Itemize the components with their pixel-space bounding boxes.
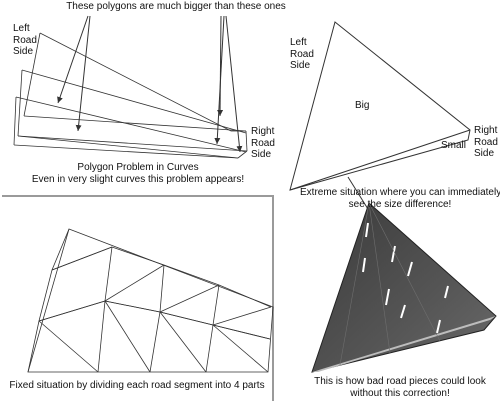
fixed-diag-10: [104, 300, 151, 373]
curve-right-road-line-2: Road: [251, 137, 275, 149]
curve-left-road-label: Left Road Side: [13, 23, 37, 58]
bad-road-caption-line-2: without this correction!: [350, 387, 450, 399]
curve-edge-1: [23, 115, 247, 132]
extreme-left-road-line-3: Side: [290, 60, 311, 71]
extreme-left-road-label: Left Road Side: [290, 37, 314, 72]
curve-arrows: [57, 15, 243, 153]
fixed-col-2: [149, 264, 165, 373]
arrow-small-3: [225, 15, 243, 153]
bad-road-markings: [362, 222, 449, 334]
bad-road: [311, 202, 497, 373]
arrow-big-2: [75, 15, 91, 132]
fixed-caption: Fixed situation by dividing each road se…: [9, 380, 265, 391]
curve-left-road-line-3: Side: [13, 46, 34, 57]
road-marking-1: [365, 222, 369, 238]
curve-right-road-line-1: Right: [251, 126, 275, 137]
curve-right-road-line-3: Side: [251, 149, 272, 160]
fixed-diag-12: [212, 324, 269, 373]
panel-dividers: [2, 195, 274, 401]
curve-caption-note: Even in very slight curves this problem …: [31, 173, 245, 185]
curve-edge-3: [17, 135, 248, 152]
curve-edge-left-1: [23, 32, 41, 117]
arrow-small-1: [217, 15, 224, 117]
extreme-outline: [289, 21, 471, 191]
fixed-diag-8: [212, 324, 271, 340]
fixed-outline: [27, 228, 274, 373]
curve-edge-left-3: [13, 96, 17, 146]
fixed-diag-5: [38, 300, 106, 322]
extreme-diagonal: [289, 129, 471, 191]
curve-edge-6: [13, 144, 239, 159]
curve-edge-2: [21, 69, 247, 134]
road-seam-2: [368, 202, 391, 354]
bad-road-caption-line-1: This is how bad road pieces could look: [314, 376, 486, 387]
fixed-grid: [27, 228, 274, 373]
bad-road-edge: [312, 316, 496, 372]
road-marking-2: [362, 257, 366, 273]
road-marking-6: [400, 304, 406, 319]
big-label: Big: [355, 100, 370, 111]
curve-caption: Polygon Problem in Curves Even in very s…: [8, 162, 268, 185]
arrow-big-1: [57, 15, 89, 104]
extreme-right-road-line-2: Road: [474, 136, 498, 148]
fixed-col-1: [97, 246, 113, 373]
extreme-right-road-line-1: Right: [474, 125, 498, 136]
fixed-col-0: [27, 228, 70, 373]
arrow-small-2: [214, 15, 225, 145]
road-marking-3: [391, 245, 396, 263]
top-note: These polygons are much bigger than thes…: [66, 1, 286, 12]
curve-left-road-line-1: Left: [13, 23, 30, 34]
fixed-diag-7: [159, 311, 214, 326]
curve-left-road-line-2: Road: [13, 34, 37, 46]
bad-road-surface: [311, 202, 497, 373]
extreme-right-road-line-3: Side: [474, 148, 495, 159]
extreme-caption-line-1: Extreme situation where you can immediat…: [300, 187, 500, 198]
fixed-diag-11: [159, 311, 207, 373]
extreme-caption-line-2: see the size difference!: [348, 198, 452, 210]
fixed-diag-9: [38, 320, 99, 373]
fixed-diag-2: [104, 264, 165, 302]
bad-road-caption: This is how bad road pieces could look w…: [300, 376, 500, 399]
curve-polygons: [13, 32, 248, 159]
extreme-caption: Extreme situation where you can immediat…: [300, 187, 500, 210]
road-marking-5: [407, 261, 413, 277]
road-marking-4: [385, 288, 390, 306]
curve-edge-left-2: [17, 69, 23, 137]
road-marking-7: [444, 285, 449, 299]
curve-right-road-label: Right Road Side: [251, 126, 275, 161]
fixed-diag-6: [104, 300, 161, 313]
road-seam-1: [339, 202, 370, 366]
extreme-left-road-line-2: Road: [290, 48, 314, 60]
fixed-diag-4: [212, 306, 272, 326]
road-marking-8: [436, 319, 441, 334]
curve-caption-title: Polygon Problem in Curves: [77, 162, 199, 173]
curve-edge-4: [17, 135, 239, 159]
small-label: Small: [441, 140, 467, 151]
curve-edge-right-3: [237, 150, 248, 159]
fixed-row-2: [38, 300, 271, 340]
bad-road-seams: [339, 202, 441, 366]
road-seam-3: [368, 202, 441, 342]
curve-edge-5: [15, 96, 247, 153]
curve-edge-top-1: [39, 32, 232, 132]
curve-edge-right-2: [245, 130, 248, 152]
extreme-right-road-label: Right Road Side: [474, 125, 498, 160]
fixed-diag-1: [51, 246, 113, 271]
extreme-left-road-line-1: Left: [290, 37, 307, 48]
fixed-diag-3: [159, 284, 220, 313]
